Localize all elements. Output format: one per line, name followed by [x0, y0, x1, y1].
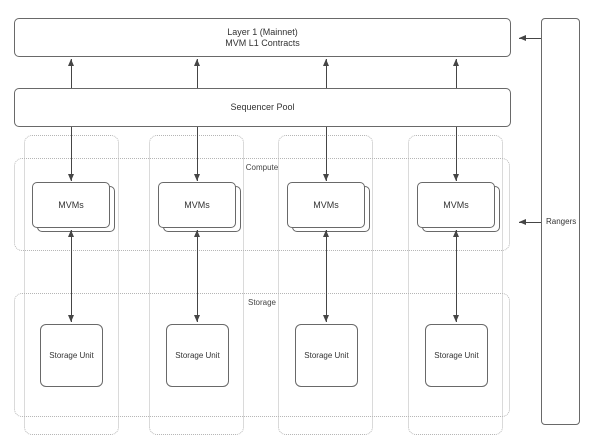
column-box-3 [278, 135, 373, 435]
arrow-line [71, 59, 72, 88]
arrow-rangers-to-layer1 [519, 35, 541, 41]
mvm-group-3: MVMs [287, 182, 370, 232]
layer1-label: Layer 1 (Mainnet) MVM L1 Contracts [225, 27, 300, 49]
arrow-mvm-storage-2 [194, 230, 200, 322]
arrowhead-up-icon [68, 230, 74, 237]
arrow-mvm-storage-3 [323, 230, 329, 322]
arrow-line [197, 230, 198, 322]
layer1-box: Layer 1 (Mainnet) MVM L1 Contracts [14, 18, 511, 57]
arrow-rangers-to-compute [519, 219, 541, 225]
storage-unit-box-4: Storage Unit [425, 324, 488, 387]
arrow-line [456, 59, 457, 88]
arrow-sequencer-to-layer1-4 [453, 59, 459, 88]
arrow-mvm-storage-4 [453, 230, 459, 322]
arrowhead-up-icon [68, 59, 74, 66]
rangers-box: Rangers [541, 18, 580, 425]
arrowhead-down-icon [194, 174, 200, 181]
storage-unit-label: Storage Unit [304, 351, 349, 360]
mvm-label: MVMs [443, 200, 469, 210]
arrow-sequencer-to-mvm-3 [323, 127, 329, 181]
arrow-line [519, 38, 541, 39]
mvm-box-3: MVMs [287, 182, 365, 228]
mvm-box-4: MVMs [417, 182, 495, 228]
arrowhead-up-icon [194, 59, 200, 66]
arrowhead-up-icon [453, 230, 459, 237]
arrow-sequencer-to-layer1-2 [194, 59, 200, 88]
arrowhead-down-icon [68, 315, 74, 322]
arrow-line [326, 127, 327, 181]
compute-section-label: Compute [245, 163, 279, 172]
storage-section-box: Storage [14, 293, 510, 417]
mvm-label: MVMs [184, 200, 210, 210]
compute-section-box: Compute [14, 158, 510, 251]
arrow-line [197, 59, 198, 88]
storage-unit-label: Storage Unit [49, 351, 94, 360]
arrow-mvm-storage-1 [68, 230, 74, 322]
arrow-sequencer-to-mvm-1 [68, 127, 74, 181]
storage-unit-label: Storage Unit [434, 351, 479, 360]
arrow-sequencer-to-mvm-4 [453, 127, 459, 181]
arrow-line [456, 127, 457, 181]
storage-unit-box-2: Storage Unit [166, 324, 229, 387]
mvm-box-1: MVMs [32, 182, 110, 228]
arrow-line [71, 230, 72, 322]
arrow-sequencer-to-layer1-1 [68, 59, 74, 88]
mvm-label: MVMs [58, 200, 84, 210]
arrow-sequencer-to-mvm-2 [194, 127, 200, 181]
storage-section-label: Storage [247, 298, 277, 307]
mvm-group-2: MVMs [158, 182, 241, 232]
arrowhead-down-icon [323, 315, 329, 322]
sequencer-pool-box: Sequencer Pool [14, 88, 511, 127]
layer1-label-line2: MVM L1 Contracts [225, 37, 300, 48]
arrowhead-up-icon [323, 59, 329, 66]
mvm-label: MVMs [313, 200, 339, 210]
arrow-line [197, 127, 198, 181]
arrowhead-up-icon [194, 230, 200, 237]
arrowhead-left-icon [519, 35, 526, 41]
rangers-label: Rangers [546, 217, 577, 226]
mvm-group-4: MVMs [417, 182, 500, 232]
arrowhead-up-icon [453, 59, 459, 66]
layer1-label-line1: Layer 1 (Mainnet) [227, 26, 298, 37]
arrow-line [326, 59, 327, 88]
arrowhead-down-icon [453, 174, 459, 181]
storage-unit-label: Storage Unit [175, 351, 220, 360]
mvm-group-1: MVMs [32, 182, 115, 232]
storage-unit-box-1: Storage Unit [40, 324, 103, 387]
arrowhead-down-icon [323, 174, 329, 181]
column-box-2 [149, 135, 244, 435]
arrowhead-down-icon [194, 315, 200, 322]
sequencer-pool-label: Sequencer Pool [230, 102, 295, 112]
arrowhead-left-icon [519, 219, 526, 225]
arrow-line [326, 230, 327, 322]
arrow-line [71, 127, 72, 181]
arrow-line [519, 222, 541, 223]
arrowhead-down-icon [68, 174, 74, 181]
mvm-box-2: MVMs [158, 182, 236, 228]
storage-unit-box-3: Storage Unit [295, 324, 358, 387]
column-box-4 [408, 135, 503, 435]
arrow-line [456, 230, 457, 322]
arrowhead-down-icon [453, 315, 459, 322]
arrowhead-up-icon [323, 230, 329, 237]
arrow-sequencer-to-layer1-3 [323, 59, 329, 88]
